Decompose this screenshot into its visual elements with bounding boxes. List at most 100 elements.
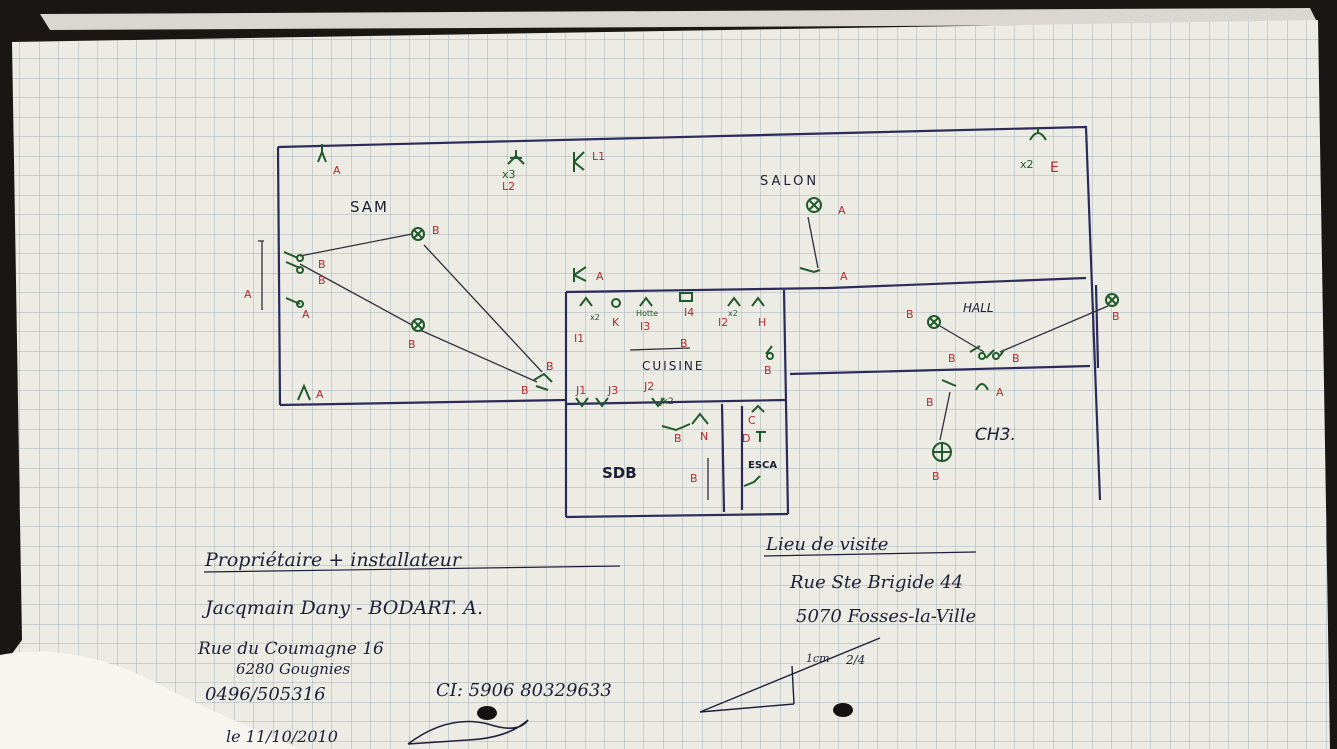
owner-street: Rue du Coumagne 16 (197, 639, 384, 659)
back-sheet (40, 8, 1318, 30)
circuit-label: N (700, 430, 708, 443)
visit-city: 5070 Fosses-la-Ville (796, 606, 976, 627)
circuit-label: B (546, 360, 554, 373)
date: le 11/10/2010 (226, 727, 338, 746)
circuit-label: A (302, 308, 310, 321)
room-labels: SAM SALON HALL CUISINE CH3. SDB ESCA (350, 174, 1016, 482)
room-label-hall: HALL (963, 301, 994, 315)
circuit-label: I3 (640, 320, 650, 333)
socket-icon (575, 397, 665, 408)
circuit-label: J3 (607, 384, 618, 397)
circuit-label: B (926, 396, 934, 409)
scale-triangle (699, 637, 881, 713)
circuit-label: x3 (502, 168, 516, 181)
light-point-icon (927, 315, 941, 329)
circuit-label: B (948, 352, 956, 365)
circuit-label: B (690, 472, 698, 485)
circuit-label: B (1012, 352, 1020, 365)
circuit-label: I1 (574, 332, 584, 345)
room-label-ch3: CH3. (975, 425, 1016, 445)
circuit-label: B (680, 337, 688, 350)
visit-notes: Lieu de visite Rue Ste Brigide 44 5070 F… (763, 534, 976, 627)
circuit-label: C (748, 414, 756, 427)
circuit-label: B (674, 432, 682, 445)
circuit-label: B (432, 224, 440, 237)
room-label-esca: ESCA (748, 460, 777, 471)
circuit-label: B (932, 470, 940, 483)
light-point-icon (411, 318, 425, 332)
circuit-label: A (596, 270, 604, 283)
circuit-label: A (996, 386, 1004, 399)
circuit-label: x2 (728, 309, 738, 318)
circuit-label: Hotte (636, 309, 658, 318)
circuit-label: E (1050, 160, 1059, 176)
owner-phone: 0496/505316 (205, 684, 326, 705)
scale-top-label: 1cm (806, 652, 830, 665)
owner-ci: CI: 5906 80329633 (436, 680, 612, 701)
visit-street: Rue Ste Brigide 44 (789, 572, 963, 593)
walls (276, 125, 1102, 519)
circuit-label: A (316, 388, 324, 401)
circuit-labels: A B B B A A B A B B L1 L2 x3 A A x2 E A … (244, 150, 1120, 485)
light-point-icon (806, 197, 822, 213)
light-point-icon (411, 227, 425, 241)
circuit-label: A (840, 270, 848, 283)
switch-icon (533, 372, 553, 391)
circuit-label: L1 (592, 150, 605, 163)
circuit-label: B (906, 308, 914, 321)
circuit-label: A (333, 164, 341, 177)
circuit-label: D (742, 432, 750, 445)
circuit-label: A (244, 288, 252, 301)
socket-icon (579, 296, 765, 307)
light-point-icon (1105, 293, 1119, 307)
socket-icon (297, 383, 311, 401)
circuit-label: x2 (590, 313, 600, 322)
circuit-label: B (318, 274, 326, 287)
switch-icon (799, 267, 821, 274)
signature (407, 719, 529, 745)
circuit-label: x2 (1020, 158, 1034, 171)
circuit-label: J2 (643, 380, 654, 393)
switch-icon (969, 345, 1005, 359)
switch-icon (941, 379, 989, 391)
switch-icon (765, 345, 773, 355)
room-label-cuisine: CUISINE (642, 359, 704, 373)
circuit-label: B (521, 384, 529, 397)
circuit-label: B (1112, 310, 1120, 323)
circuit-label: J1 (575, 384, 586, 397)
punch-hole (477, 706, 497, 720)
room-label-sam: SAM (350, 198, 389, 216)
circuit-label: A (838, 204, 846, 217)
scale-bottom-label: 2/4 (845, 653, 865, 667)
switch-icon (661, 412, 709, 432)
circuit-label: B (318, 258, 326, 271)
socket-icon (573, 266, 587, 282)
scale-marker: 1cm 2/4 (699, 637, 881, 713)
room-label-salon: SALON (760, 174, 819, 189)
socket-icon (507, 150, 525, 165)
circuit-label: B (764, 364, 772, 377)
electrical-symbols (283, 128, 1119, 487)
punch-hole (833, 703, 853, 717)
owner-heading: Propriétaire + installateur (204, 549, 463, 571)
socket-icon (1029, 128, 1047, 141)
socket-icon (573, 151, 585, 172)
circuit-label: K (612, 316, 620, 329)
owner-notes: Propriétaire + installateur Jacqmain Dan… (197, 549, 621, 746)
circuit-label: I2 (718, 316, 728, 329)
socket-icon (743, 404, 766, 487)
circuit-label: H (758, 316, 766, 329)
page-curl (0, 651, 300, 749)
grid (0, 20, 1330, 749)
circuit-label: I4 (684, 306, 694, 319)
circuit-label: Jx2 (659, 397, 674, 407)
owner-city: 6280 Gougnies (236, 660, 351, 678)
wiring (258, 216, 1109, 500)
owner-names: Jacqmain Dany - BODART. A. (201, 597, 483, 619)
room-label-sdb: SDB (602, 464, 637, 482)
circuit-label: B (408, 338, 416, 351)
socket-icon (317, 144, 327, 163)
visit-heading: Lieu de visite (765, 534, 888, 555)
circuit-label: L2 (502, 180, 515, 193)
